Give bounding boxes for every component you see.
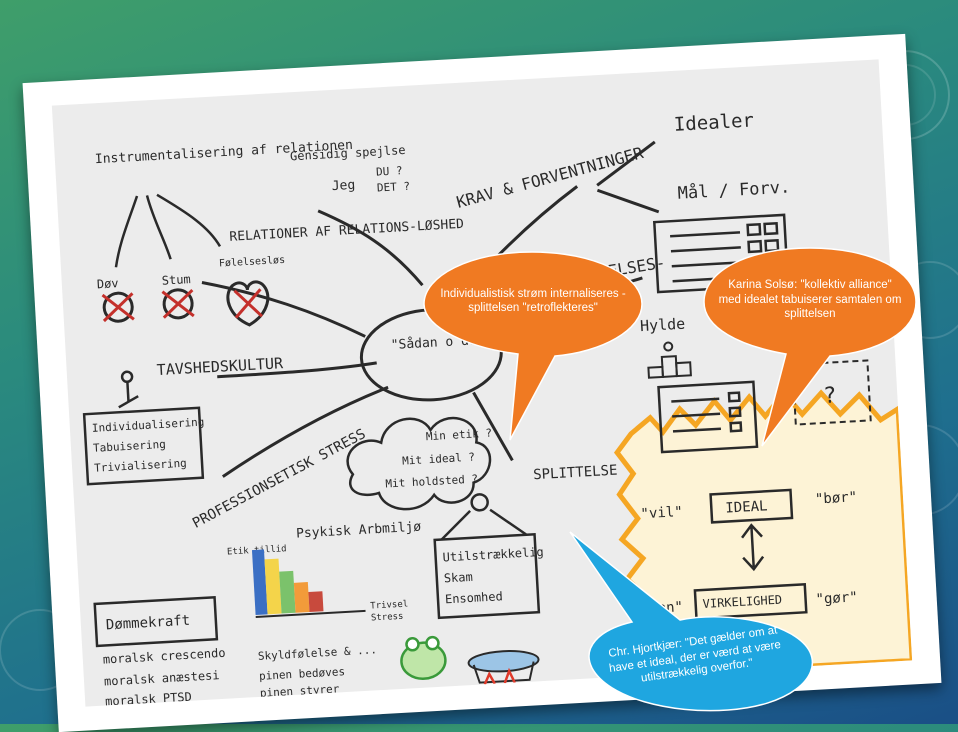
stress-gradient: Etik tillid Trivsel Stress <box>227 544 409 624</box>
det-text: DET ? <box>377 180 411 195</box>
psykisk-text: Psykisk Arbmiljø <box>296 520 422 542</box>
jeg-text: Jeg <box>331 178 355 194</box>
callout-karina <box>703 247 917 447</box>
updown-arrow-icon <box>741 523 765 572</box>
utilstr-1: Skam <box>443 570 473 586</box>
dov-text: Døv <box>97 276 119 291</box>
min-etik-text: Min etik ? <box>426 427 493 444</box>
vil-text: "vil" <box>640 504 683 522</box>
callout-hjortkjaer <box>569 531 814 712</box>
tavsheds-box <box>82 370 205 486</box>
dommekraft-box <box>93 595 219 648</box>
callout-individualistisk <box>423 251 643 441</box>
question-text: ? <box>823 383 838 409</box>
stum-text: Stum <box>161 272 191 288</box>
ideal-text: IDEAL <box>725 498 768 516</box>
checklist-1 <box>652 213 790 294</box>
fire-shape <box>613 389 913 676</box>
frog-icon <box>400 635 447 680</box>
dommekraft-text: Dømmekraft <box>105 613 190 634</box>
svg-text:Trivsel: Trivsel <box>370 599 408 611</box>
trin-0: Skyldfølelse & ... <box>258 643 378 663</box>
callout-two-text: Karina Solsø: "kollektiv alliance" med i… <box>718 279 902 321</box>
podium-icon <box>647 341 692 379</box>
crossed-icons <box>101 280 270 327</box>
checklist-2 <box>657 380 759 454</box>
trin-1: pinen bedøves <box>259 665 346 683</box>
sign-board <box>433 493 541 620</box>
mal-text: Mål / Forv. <box>677 177 791 204</box>
callout-one-text: Individualistisk strøm internaliseres - … <box>440 287 626 314</box>
svg-text:Stress: Stress <box>371 612 404 624</box>
tabu-text: Tabuisering <box>93 438 166 455</box>
individ-text: Individualisering <box>92 416 205 435</box>
ideal-box <box>709 488 794 524</box>
virkelighed-text: VIRKELIGHED <box>702 593 782 611</box>
trivial-text: Trivialisering <box>94 457 187 475</box>
relationer-text: RELATIONER AF RELATIONS-LØSHED <box>229 217 464 245</box>
virkelighed-box <box>693 582 808 620</box>
folelseslos-text: Følelsesløs <box>219 255 286 270</box>
utilstr-2: Ensomhed <box>445 589 503 606</box>
gensidig-text: Gensidig spejlse <box>290 143 406 163</box>
moralsk-0: moralsk crescendo <box>102 646 225 667</box>
utilstr-0: Utilstrækkelig <box>442 545 544 565</box>
idealer-text: Idealer <box>673 109 754 135</box>
hylde-text: Hylde <box>640 315 686 335</box>
thought-cloud <box>346 416 492 511</box>
du-text: DU ? <box>376 164 403 178</box>
moralsk-1: moralsk anæstesi <box>104 668 220 688</box>
mit-fodested-text: Mit holdsted ? <box>385 472 478 490</box>
krav-text: KRAV & FORVENTNINGER <box>454 143 645 212</box>
bor-text: "bør" <box>815 489 858 507</box>
trin-2: pinen styrer <box>260 682 340 699</box>
mit-ideal-text: Mit ideal ? <box>402 451 475 468</box>
gor-text: "gør" <box>815 589 858 607</box>
split-arrows <box>114 193 222 268</box>
moralsk-2: moralsk PTSD <box>105 690 192 707</box>
branch-lines <box>201 140 660 478</box>
splittelse-text: SPLITTELSE <box>533 463 618 484</box>
cooking-pot-icon <box>467 650 540 685</box>
